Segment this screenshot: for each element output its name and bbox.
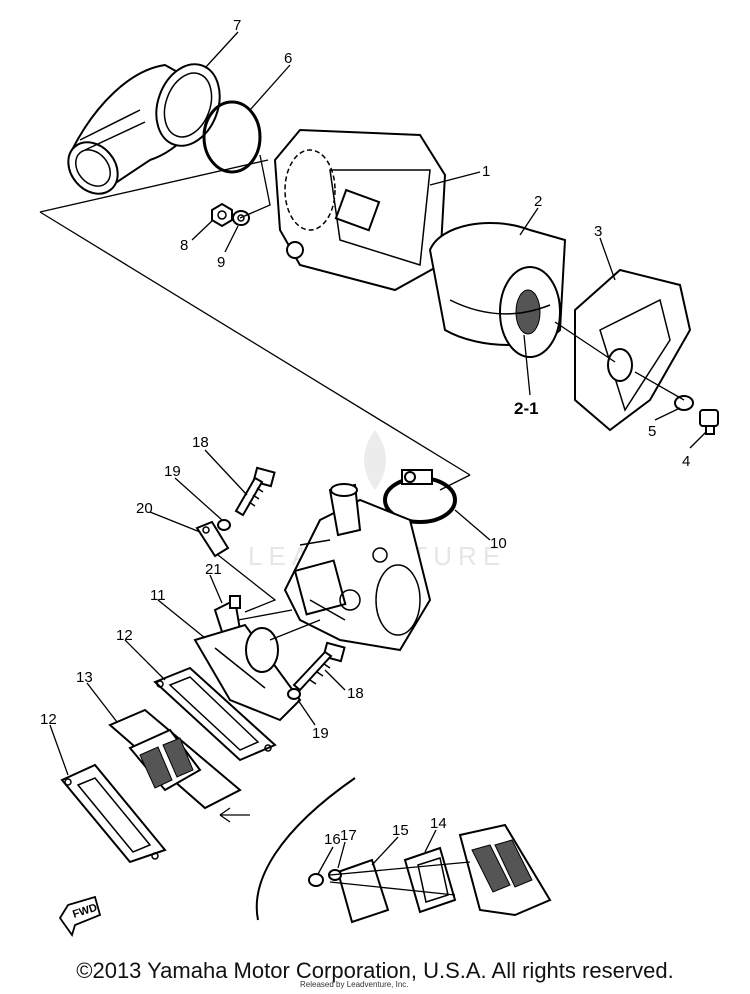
reed-detail-group [255, 777, 552, 924]
callout-9: 9 [217, 254, 225, 271]
part-20-bracket [195, 520, 230, 558]
callout-12-upper: 12 [116, 627, 133, 644]
callout-1: 1 [482, 163, 490, 180]
leader-lines [49, 31, 707, 875]
part-8-nut [211, 202, 233, 228]
copyright-notice: ©2013 Yamaha Motor Corporation, U.S.A. A… [76, 958, 674, 983]
part-6-o-ring [202, 100, 262, 174]
assembly-lines [39, 154, 685, 896]
callout-10: 10 [490, 535, 507, 552]
part-7-intake-elbow [67, 63, 221, 195]
part-3-case-cover [574, 268, 692, 432]
callout-17: 17 [340, 827, 357, 844]
callout-6: 6 [284, 50, 292, 67]
callout-19-lower: 19 [312, 725, 329, 742]
part-10-clamp [383, 469, 457, 524]
callout-20: 20 [136, 500, 153, 517]
part-14-reed-block [458, 823, 552, 917]
callout-13: 13 [76, 669, 93, 686]
part-11-carburetor-joint [193, 623, 302, 722]
part-18-bolt-lower [292, 641, 346, 692]
part-15-reed-stopper [336, 858, 390, 924]
part-18-bolt-upper [234, 466, 276, 517]
callout-18-upper: 18 [192, 434, 209, 451]
part-13-reed-valve [108, 708, 242, 810]
callout-16: 16 [324, 831, 341, 848]
part-4-screw [699, 409, 719, 435]
callouts: 7 6 1 2 3 2-1 5 4 8 9 18 19 20 10 21 11 … [40, 17, 690, 848]
callout-2-1: 2-1 [514, 399, 539, 418]
part-12-gasket-upper [153, 666, 277, 762]
part-16-screw [308, 873, 324, 887]
part-19-washer-lower [287, 688, 301, 700]
part-5-washer [674, 395, 694, 411]
callout-4: 4 [682, 453, 690, 470]
part-1-air-cleaner-case [273, 128, 447, 292]
carburetor [283, 483, 432, 652]
callout-12-lower: 12 [40, 711, 57, 728]
part-15-reed-petal [403, 846, 457, 914]
callout-5: 5 [648, 423, 656, 440]
released-by-note: Released by Leadventure, Inc. [300, 980, 409, 989]
callout-15: 15 [392, 822, 409, 839]
callout-14: 14 [430, 815, 447, 832]
fwd-arrow: FWD [58, 895, 102, 938]
part-12-gasket-lower [60, 763, 167, 864]
callout-19-upper: 19 [164, 463, 181, 480]
callout-21: 21 [205, 561, 222, 578]
callout-8: 8 [180, 237, 188, 254]
part-19-washer-upper [217, 519, 231, 531]
callout-2: 2 [534, 193, 542, 210]
callout-3: 3 [594, 223, 602, 240]
callout-18-lower: 18 [347, 685, 364, 702]
callout-11: 11 [150, 587, 166, 604]
callout-7: 7 [233, 17, 241, 34]
part-2-air-filter-element [428, 222, 567, 358]
